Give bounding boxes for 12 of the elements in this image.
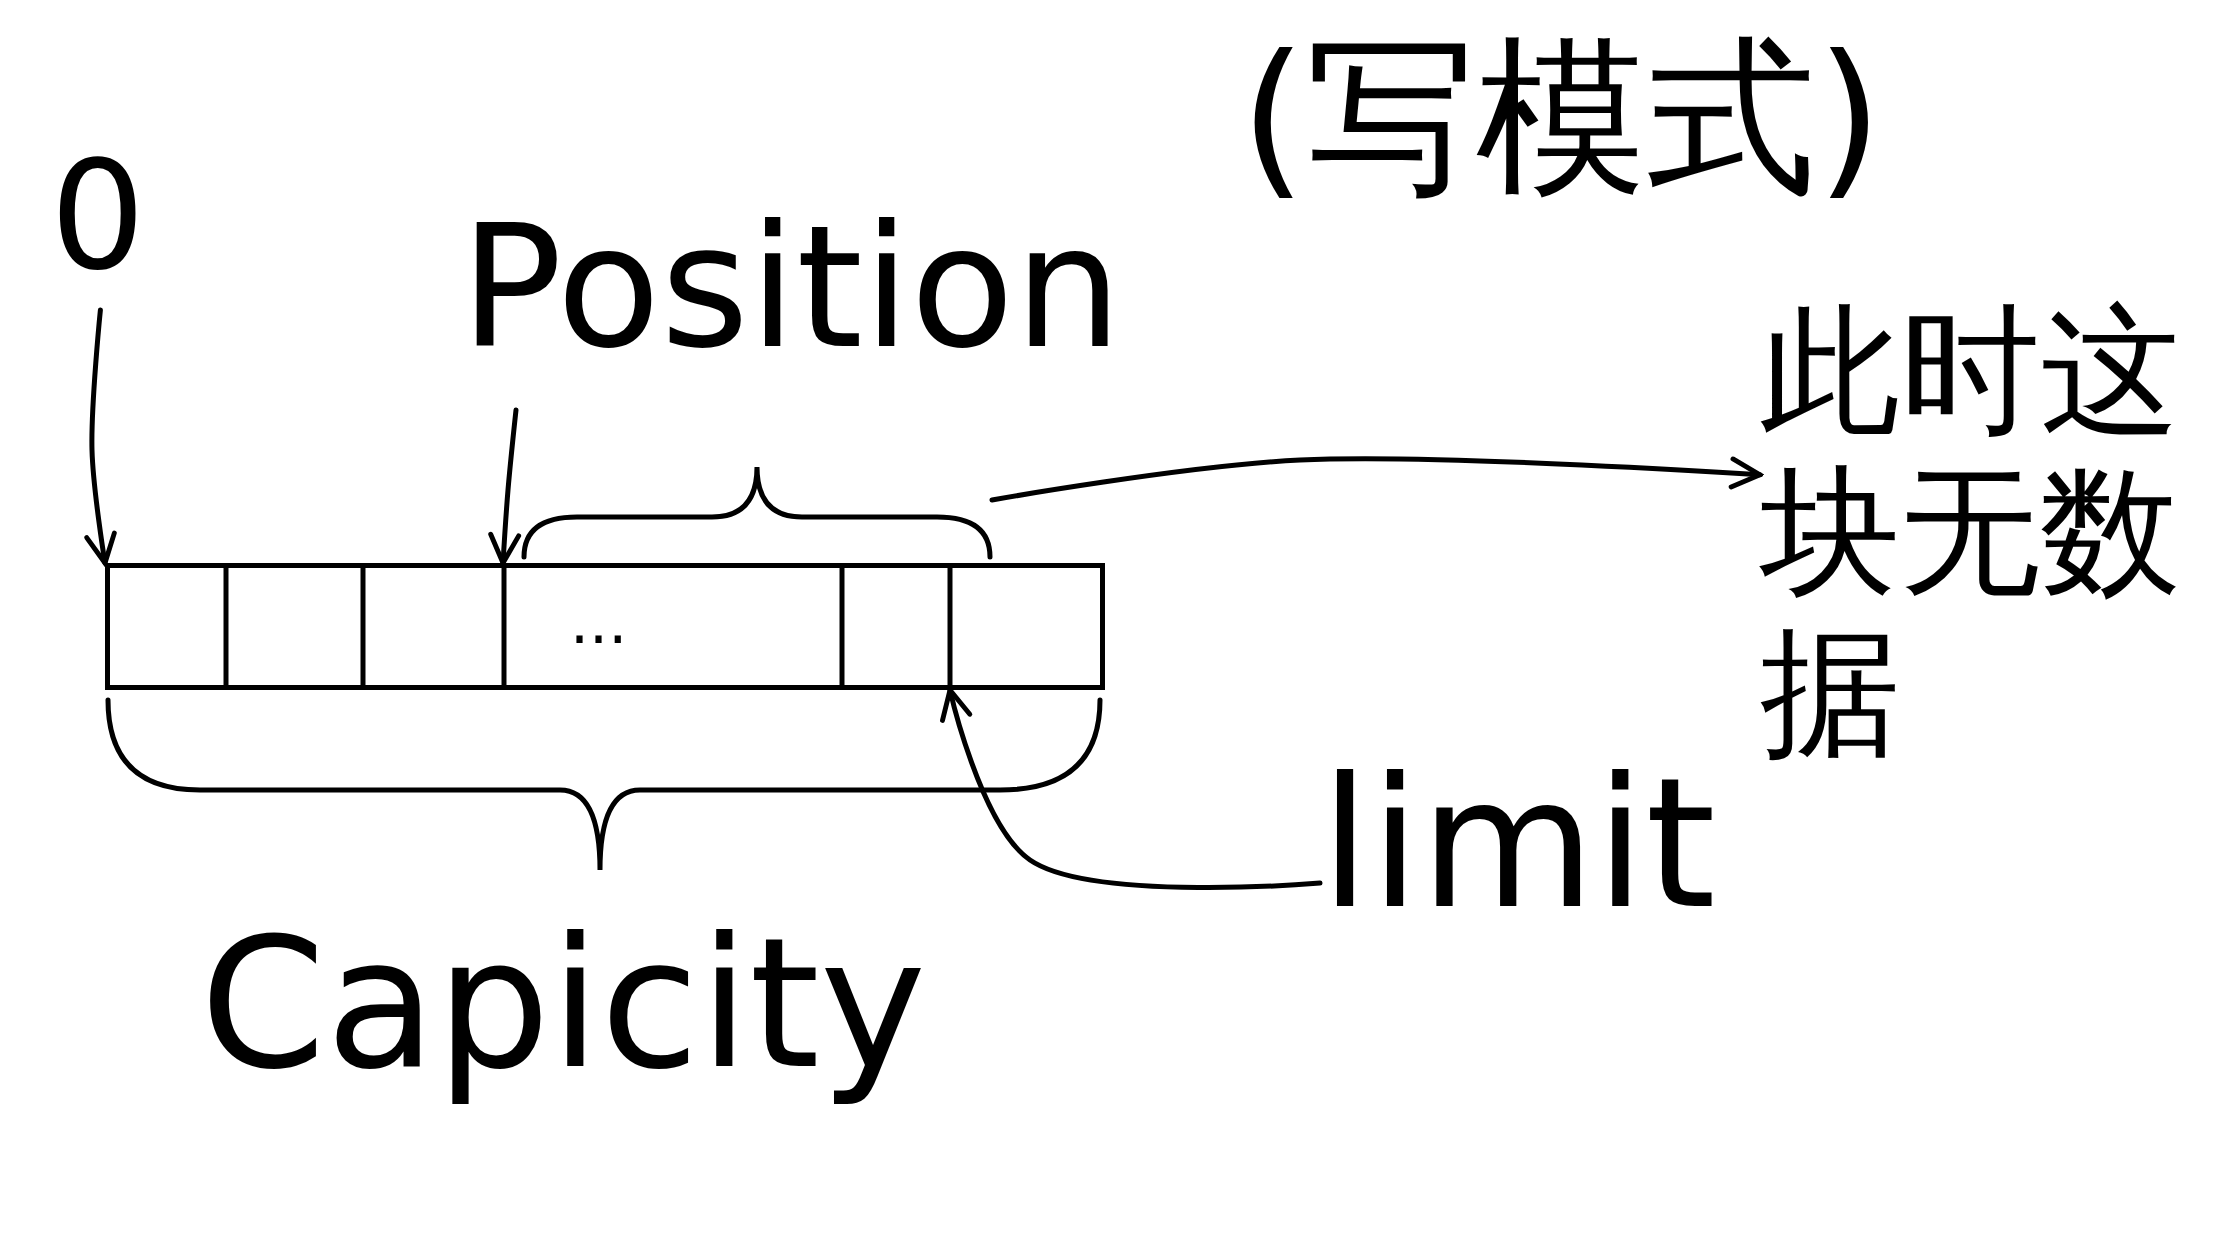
pointer-label: Position [460, 190, 1123, 386]
arrow [940, 687, 1323, 890]
arrow [989, 456, 1763, 503]
capacity-label: Capicity [200, 900, 928, 1107]
start-label: 0 [50, 130, 147, 303]
ellipsis-text: ... [570, 588, 628, 657]
buffer-bar [105, 563, 1105, 690]
mode-label: (写模式) [1240, 20, 1884, 216]
arrow [488, 407, 522, 566]
note-text: 此时这块无数据 [1760, 290, 2181, 773]
arrow [84, 307, 117, 566]
pointer-label: limit [1320, 740, 1717, 947]
